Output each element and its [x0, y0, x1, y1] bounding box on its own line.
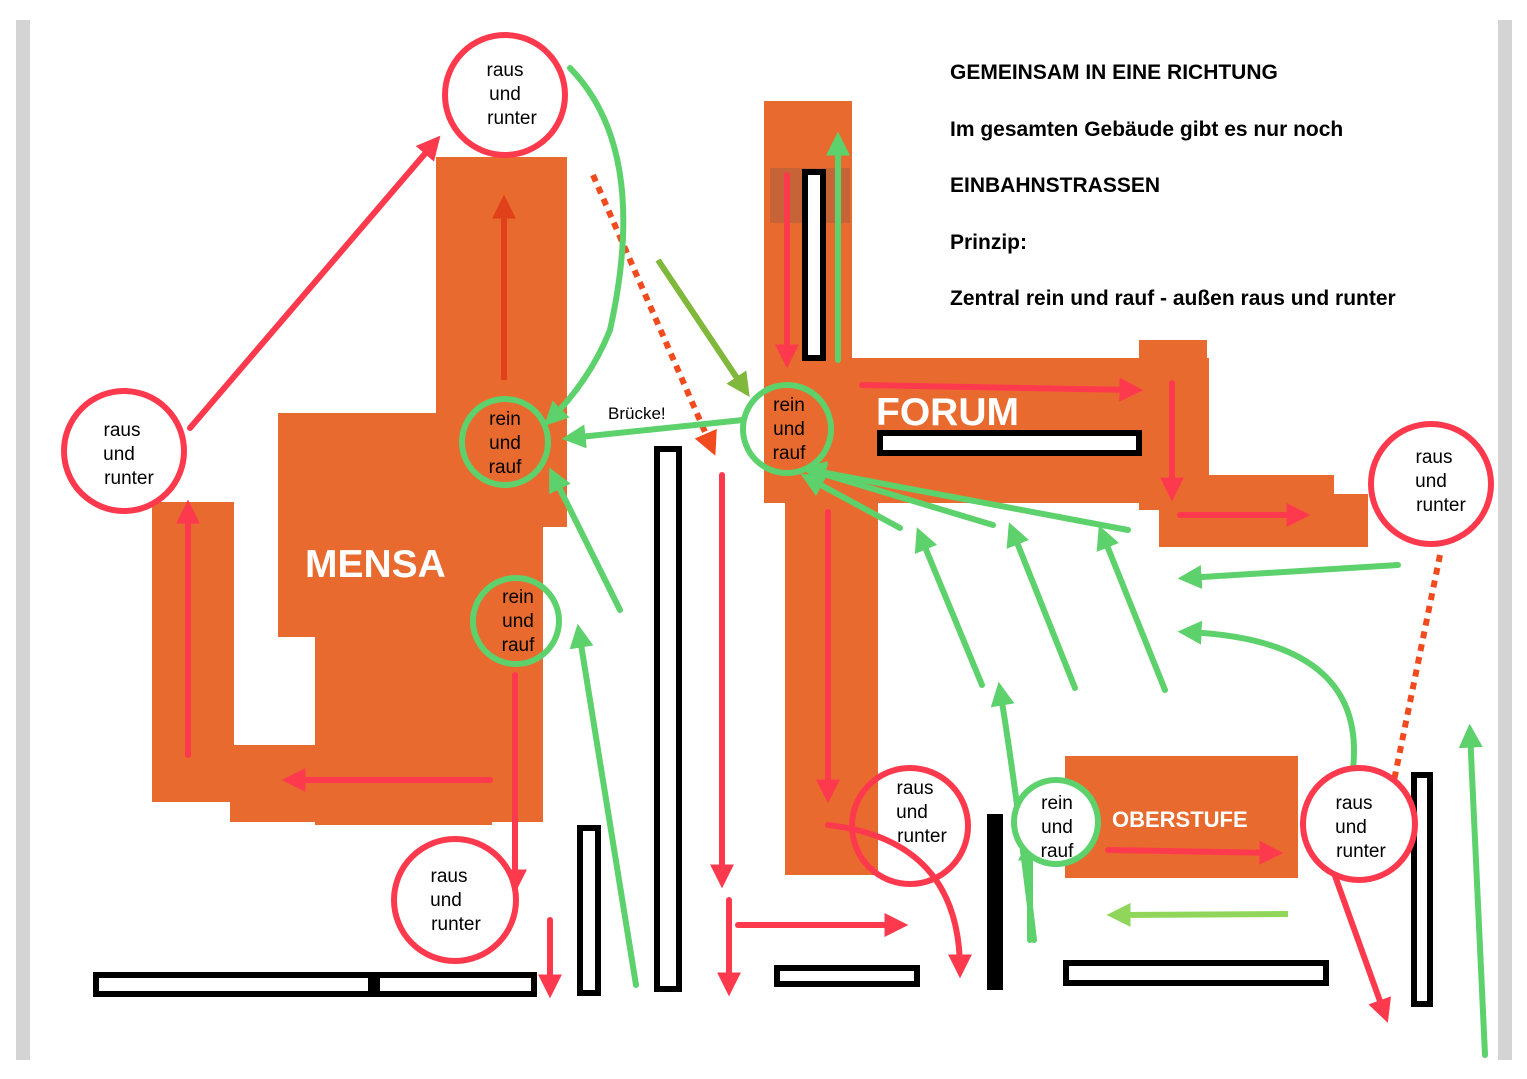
- entry-arrow-olive: [655, 258, 750, 397]
- svg-text:runter: runter: [431, 914, 481, 935]
- svg-text:und: und: [103, 444, 135, 465]
- svg-text:raus: raus: [104, 420, 141, 441]
- wall-bottom-left-a: [93, 972, 374, 997]
- svg-text:rauf: rauf: [489, 457, 522, 478]
- entry-arrow-bridge-west: [561, 417, 746, 449]
- svg-text:runter: runter: [897, 826, 947, 847]
- svg-text:und: und: [430, 890, 462, 911]
- entry-arrow-up-3: [1096, 525, 1168, 693]
- exit-circle-west: raus und runter: [61, 388, 187, 514]
- svg-text:rauf: rauf: [1041, 841, 1074, 862]
- svg-text:rauf: rauf: [502, 635, 535, 656]
- svg-text:raus: raus: [431, 866, 468, 887]
- entry-arrow-light-west: [1106, 902, 1289, 927]
- entry-arrows: [544, 65, 1488, 1058]
- exit-arrow-curve-down: [825, 822, 972, 979]
- svg-text:und: und: [1415, 471, 1447, 492]
- exit-arrows: [176, 135, 1392, 1023]
- entry-arrow-fan-3: [800, 473, 903, 531]
- wall-bottom-left-b: [374, 972, 537, 997]
- svg-text:rein: rein: [773, 395, 805, 416]
- entry-arrow-fan-2: [801, 461, 1131, 533]
- svg-text:und: und: [502, 611, 534, 632]
- exit-arrow-southeast: [1327, 859, 1392, 1023]
- entry-circle-mensa-lower: rein und rauf: [470, 575, 562, 667]
- svg-text:und: und: [1041, 817, 1073, 838]
- notes-line-2: EINBAHNSTRASSEN: [950, 174, 1161, 197]
- notes-title: GEMEINSAM IN EINE RICHTUNG: [950, 61, 1278, 84]
- exit-circle-forum-south: raus und runter: [849, 765, 971, 887]
- svg-text:runter: runter: [104, 468, 154, 489]
- oberstufe-label: OBERSTUFE: [1112, 807, 1248, 832]
- right-edge-bar: [1498, 20, 1512, 1060]
- entry-arrow-up-1: [914, 527, 985, 688]
- exit-circle-east: raus und runter: [1368, 421, 1494, 547]
- exit-circle-oberstufe-east: raus und runter: [1300, 765, 1418, 883]
- svg-text:raus: raus: [1336, 793, 1373, 814]
- exit-arrow-oberstufe-east: [1105, 840, 1284, 865]
- wall-oberstufe-west: [987, 814, 1003, 990]
- entry-arrow-curve-east: [1177, 620, 1357, 791]
- wall-bottom-mid: [774, 965, 920, 987]
- entry-circle-mensa-upper: rein und rauf: [459, 396, 551, 488]
- svg-text:raus: raus: [897, 778, 934, 799]
- dotted-arrow-east: [1379, 554, 1443, 819]
- notes-line-3: Prinzip:: [950, 230, 1027, 254]
- svg-text:runter: runter: [1416, 495, 1466, 516]
- exit-arrow-diagonal-nw: [187, 135, 441, 431]
- entry-arrow-east-west: [1177, 562, 1401, 590]
- forum-label: FORUM: [876, 391, 1019, 434]
- dotted-arrows: [590, 173, 1443, 819]
- bridge-label: Brücke!: [608, 404, 666, 423]
- svg-text:und: und: [773, 419, 805, 440]
- notes-line-4: Zentral rein und rauf - außen raus und r…: [950, 287, 1396, 310]
- entry-arrow-far-east: [1458, 723, 1488, 1058]
- svg-text:und: und: [489, 84, 521, 105]
- entry-arrow-curve-top: [544, 65, 627, 426]
- walls: [93, 169, 1433, 1007]
- wall-forum-inner: [802, 169, 826, 361]
- wall-corridor: [654, 446, 682, 992]
- svg-text:und: und: [896, 802, 928, 823]
- svg-text:raus: raus: [1416, 447, 1453, 468]
- wall-oberstufe-south: [1063, 960, 1329, 986]
- wall-forum-hall: [877, 430, 1142, 456]
- svg-text:rein: rein: [502, 587, 534, 608]
- entry-circle-oberstufe: rein und rauf: [1011, 777, 1101, 867]
- building-oberstufe: [1065, 756, 1298, 878]
- exit-circle-top: raus und runter: [442, 32, 568, 158]
- wall-mensa-east: [577, 825, 601, 996]
- notes-panel: GEMEINSAM IN EINE RICHTUNG Im gesamten G…: [950, 58, 1510, 341]
- entry-arrow-mensa-south: [569, 623, 639, 988]
- svg-text:runter: runter: [487, 108, 537, 129]
- svg-text:und: und: [489, 433, 521, 454]
- mensa-label: MENSA: [305, 543, 446, 586]
- entry-arrow-fan-1: [801, 462, 996, 528]
- left-edge-bar: [16, 20, 30, 1060]
- entry-arrow-mensa-lower: [549, 467, 623, 613]
- wall-east: [1411, 772, 1433, 1007]
- dotted-arrow-bridge: [590, 173, 717, 456]
- entry-arrow-up-2: [1006, 522, 1078, 691]
- exit-arrow-forum-east: [859, 377, 1144, 402]
- entry-circle-forum: rein und rauf: [740, 382, 834, 476]
- svg-text:rein: rein: [1041, 793, 1073, 814]
- svg-text:rauf: rauf: [773, 443, 806, 464]
- notes-line-1: Im gesamten Gebäude gibt es nur noch: [950, 117, 1344, 141]
- svg-text:raus: raus: [487, 60, 524, 81]
- svg-text:und: und: [1335, 817, 1367, 838]
- svg-text:runter: runter: [1336, 841, 1386, 862]
- svg-text:rein: rein: [489, 409, 521, 430]
- exit-circle-southwest: raus und runter: [391, 836, 519, 964]
